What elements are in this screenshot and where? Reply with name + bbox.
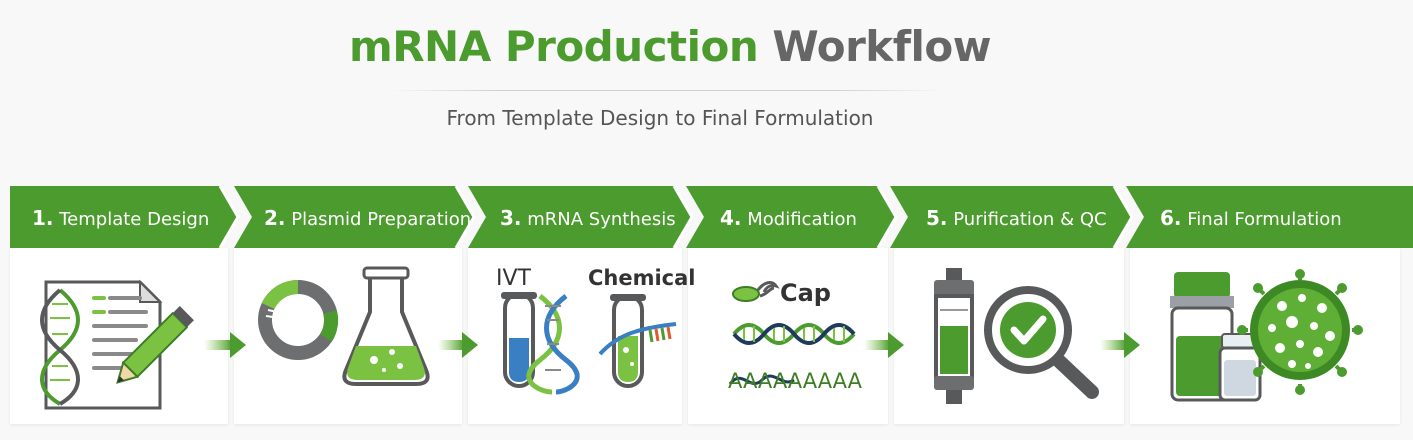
cap-label: Cap bbox=[780, 279, 831, 307]
step-label-1: 1. Template Design bbox=[32, 186, 209, 248]
poly-a-tail-label: AAAAAAAAA bbox=[728, 369, 863, 393]
flow-arrow-icon-2 bbox=[438, 332, 478, 358]
step-title-2: Plasmid Preparation bbox=[291, 209, 472, 230]
formulation-vials-icon bbox=[1170, 269, 1363, 402]
steps-banner bbox=[10, 186, 1413, 248]
modification-icon: Cap AAAAAAAAA bbox=[728, 279, 863, 393]
step-title-3: mRNA Synthesis bbox=[527, 209, 676, 230]
dna-strand-icon bbox=[732, 323, 856, 345]
ivt-label: IVT bbox=[496, 266, 532, 291]
flow-arrow-icon-1 bbox=[204, 332, 246, 358]
step-title-5: Purification & QC bbox=[953, 209, 1107, 230]
chevron-step-4 bbox=[686, 186, 896, 248]
chevron-step-3 bbox=[468, 186, 692, 248]
step-label-3: 3. mRNA Synthesis bbox=[500, 186, 676, 248]
step-label-5: 5. Purification & QC bbox=[926, 186, 1107, 248]
step-label-4: 4. Modification bbox=[720, 186, 857, 248]
flow-arrow-icon-4 bbox=[1100, 332, 1140, 358]
purification-qc-icon bbox=[934, 268, 1099, 404]
step-title-1: Template Design bbox=[59, 209, 210, 230]
step-number-4: 4. bbox=[720, 206, 742, 230]
cap-icon bbox=[732, 281, 780, 302]
chemical-label: Chemical bbox=[588, 266, 696, 290]
title-green-part: mRNA Production bbox=[348, 22, 759, 71]
chevron-step-1 bbox=[10, 186, 238, 248]
step-number-2: 2. bbox=[264, 206, 286, 230]
flow-arrow-icon-3 bbox=[864, 332, 904, 358]
page-subtitle: From Template Design to Final Formulatio… bbox=[446, 106, 874, 130]
plasmid-flask-icon bbox=[258, 266, 430, 386]
step-number-3: 3. bbox=[500, 206, 522, 230]
step-label-2: 2. Plasmid Preparation bbox=[264, 186, 471, 248]
step-number-5: 5. bbox=[926, 206, 948, 230]
step-number-1: 1. bbox=[32, 206, 54, 230]
chevron-step-2 bbox=[234, 186, 474, 248]
chevron-step-5 bbox=[890, 186, 1132, 248]
step-title-4: Modification bbox=[747, 209, 857, 230]
chevron-step-6 bbox=[1126, 186, 1413, 248]
step-number-6: 6. bbox=[1160, 206, 1182, 230]
page-title: mRNA Production Workflow bbox=[0, 22, 1340, 71]
template-document-icon bbox=[40, 279, 194, 410]
step-title-6: Final Formulation bbox=[1187, 209, 1342, 230]
title-gray-part: Workflow bbox=[772, 22, 992, 71]
nanoparticle-icon bbox=[1237, 269, 1363, 395]
step-label-6: 6. Final Formulation bbox=[1160, 186, 1342, 248]
synthesis-tubes-icon: IVT Chemical bbox=[496, 266, 696, 395]
title-divider bbox=[388, 90, 944, 91]
